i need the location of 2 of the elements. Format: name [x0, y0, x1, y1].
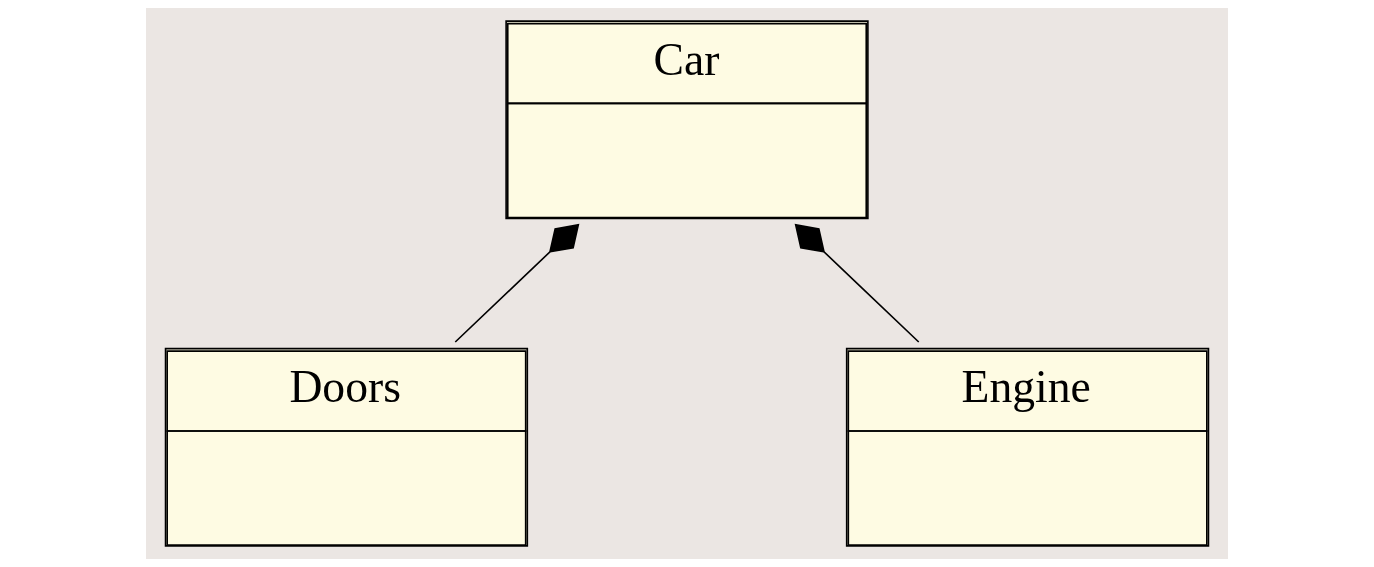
connector [794, 223, 920, 343]
connector [454, 223, 580, 343]
